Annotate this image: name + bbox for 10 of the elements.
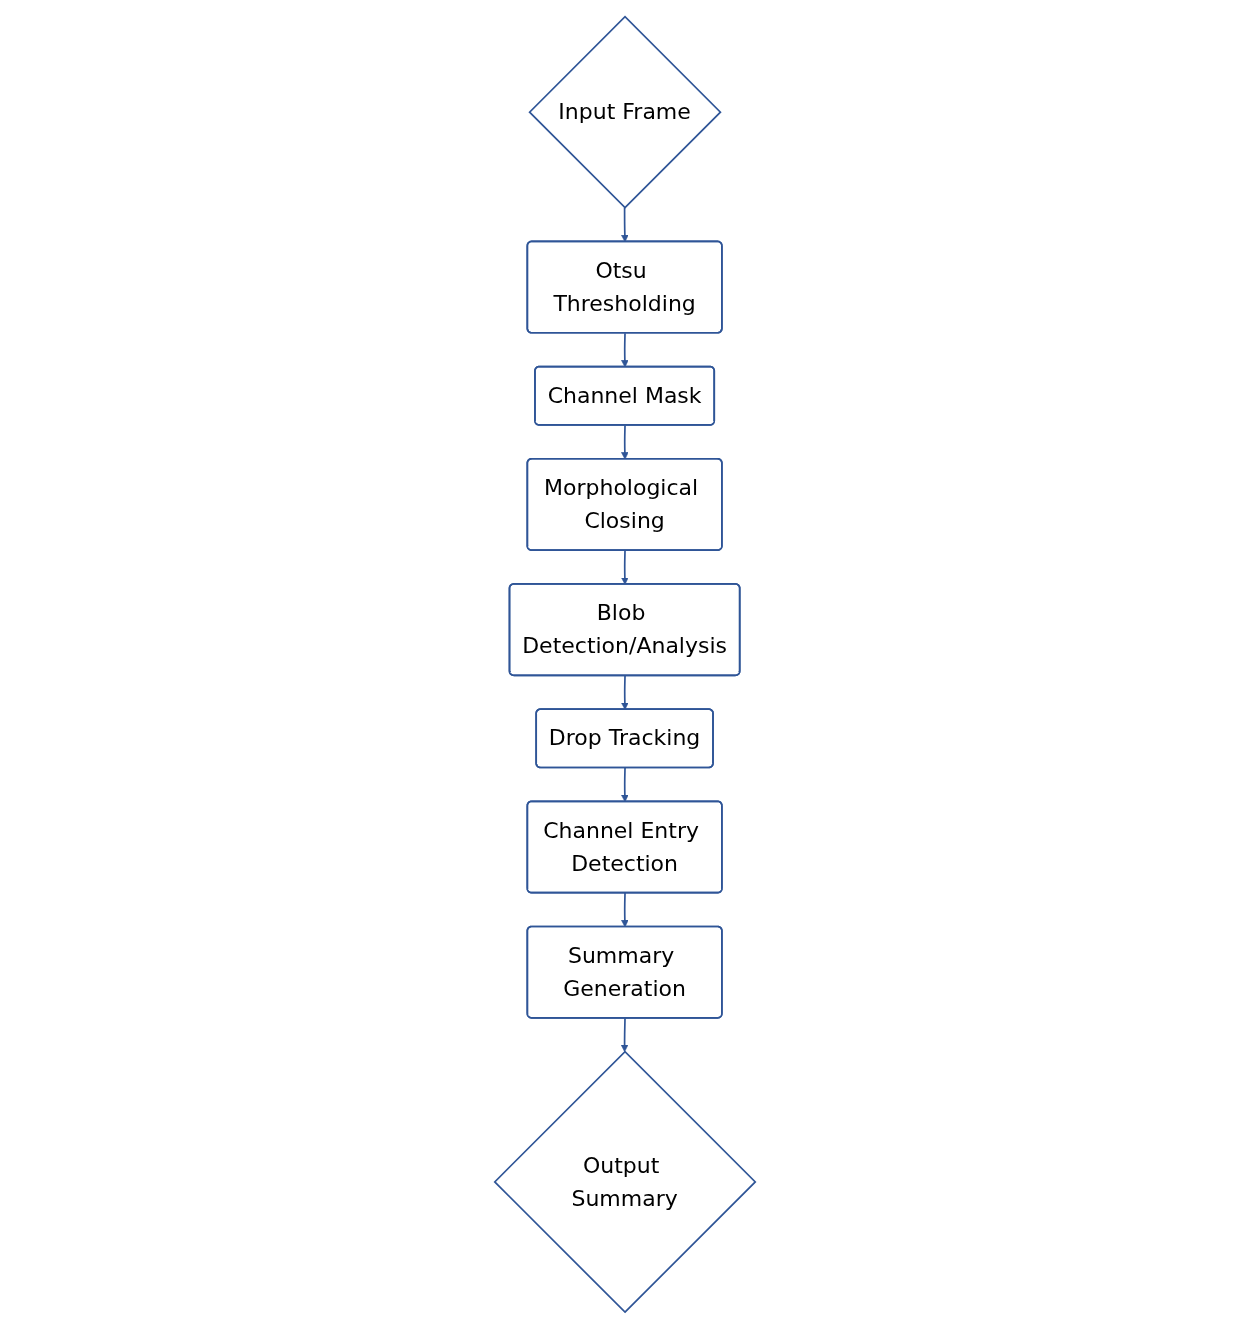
node-diamond: Input Frame: [528, 15, 723, 209]
arrow: [621, 1017, 629, 1053]
arrow: [621, 424, 630, 460]
arrow: [621, 892, 630, 928]
node-diamond: Output Summary: [494, 1050, 757, 1314]
arrow: [621, 767, 630, 803]
arrow: [621, 332, 630, 368]
arrow: [621, 674, 630, 710]
arrow: [621, 206, 630, 243]
arrow: [621, 549, 630, 585]
